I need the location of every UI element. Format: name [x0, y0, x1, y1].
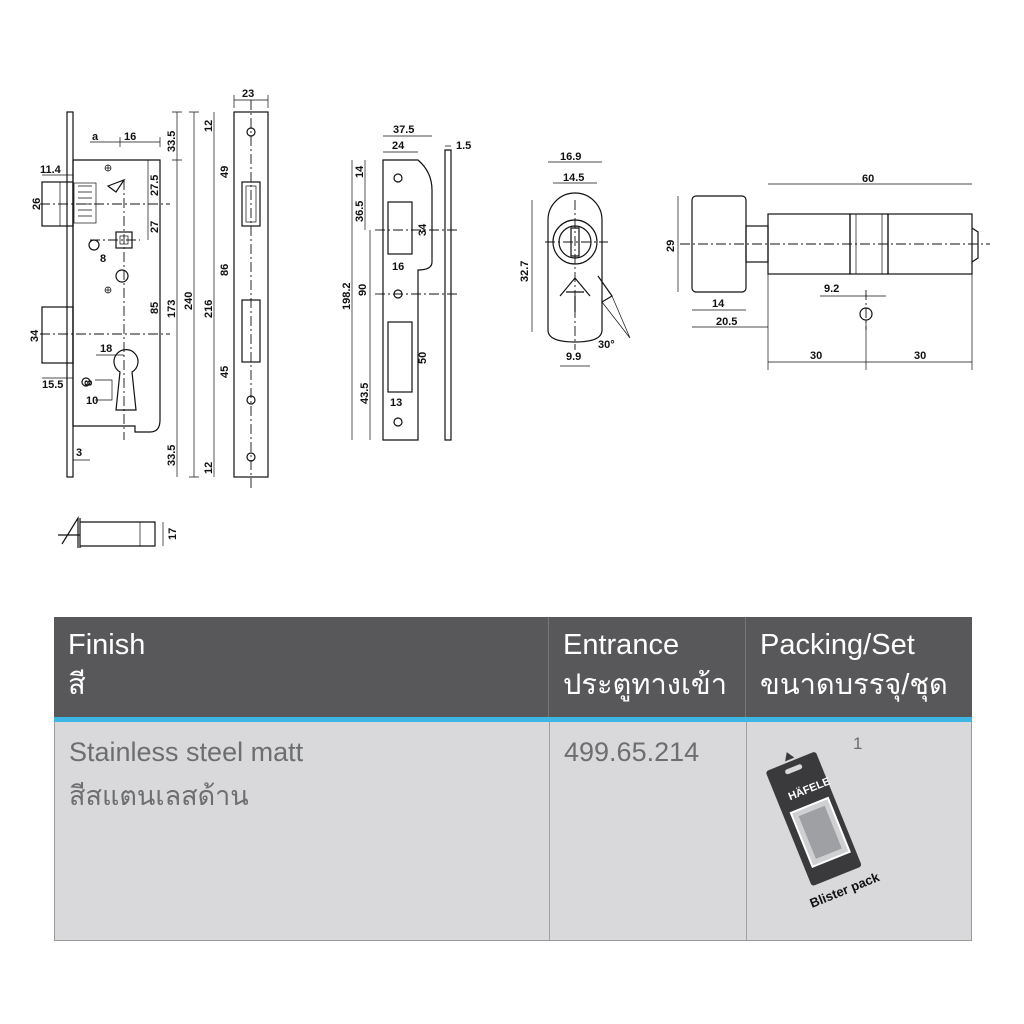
- header-entrance-en: Entrance: [563, 629, 680, 661]
- dim-13: 13: [390, 397, 402, 409]
- spec-table: Finish สี Entrance ประตูทางเข้า Packing/…: [54, 617, 972, 941]
- dim-16: 16: [124, 131, 136, 143]
- dim-34-strike: 34: [417, 223, 429, 236]
- dim-37-5: 37.5: [393, 124, 414, 136]
- dim-240: 240: [183, 292, 195, 310]
- header-entrance-th: ประตูทางเข้า: [563, 669, 727, 701]
- dim-29: 29: [665, 240, 677, 252]
- header-accent-line: [54, 717, 972, 722]
- header-packing-th: ขนาดบรรจุ/ชุด: [760, 669, 948, 701]
- dim-14-side: 14: [712, 298, 725, 310]
- header-entrance: Entrance ประตูทางเข้า: [563, 617, 748, 717]
- lock-body-view: a 16 11.4 26 33.5 27.5 27 8 85 173 240 3…: [29, 111, 199, 478]
- dim-12-bottom: 12: [203, 462, 215, 474]
- dim-198-2: 198.2: [341, 282, 353, 310]
- dim-8: 8: [100, 253, 106, 265]
- blister-pack-icon: HÄFELE Blister pack: [766, 752, 882, 910]
- dim-43-5: 43.5: [359, 383, 371, 404]
- table-row: Stainless steel matt สีสแตนเลสด้าน 499.6…: [54, 722, 972, 941]
- dim-49: 49: [219, 166, 231, 178]
- header-finish-th: สี: [68, 669, 86, 701]
- dim-24: 24: [392, 140, 405, 152]
- dim-8b: 8: [83, 380, 95, 386]
- header-finish-en: Finish: [68, 629, 146, 661]
- header-packing: Packing/Set ขนาดบรรจุ/ชุด: [760, 617, 970, 717]
- header-packing-en: Packing/Set: [760, 629, 915, 661]
- dim-14-5: 14.5: [563, 172, 584, 184]
- dim-15-5: 15.5: [42, 379, 63, 391]
- dim-50: 50: [417, 352, 429, 364]
- dim-45: 45: [219, 366, 231, 378]
- dim-27: 27: [149, 221, 161, 233]
- dim-23: 23: [242, 88, 254, 100]
- faceplate-view: 23 12 49 86 216 45 12: [203, 88, 269, 490]
- technical-drawing: a 16 11.4 26 33.5 27.5 27 8 85 173 240 3…: [29, 88, 990, 548]
- dim-17: 17: [167, 528, 179, 540]
- dim-85: 85: [149, 302, 161, 314]
- dim-a: a: [92, 131, 99, 143]
- table-header: Finish สี Entrance ประตูทางเข้า Packing/…: [54, 617, 972, 717]
- pack-quantity: 1: [853, 734, 863, 753]
- dim-9-2: 9.2: [824, 283, 839, 295]
- dim-30-right: 30: [914, 350, 926, 362]
- dim-16-9: 16.9: [560, 151, 581, 163]
- dim-1-5: 1.5: [456, 140, 471, 152]
- dim-10: 10: [86, 395, 98, 407]
- dim-20-5: 20.5: [716, 316, 737, 328]
- dim-86: 86: [219, 264, 231, 276]
- cylinder-side-view: 60 29 9.2 14 20.5 30 30: [665, 173, 990, 370]
- dim-34: 34: [29, 329, 41, 342]
- dim-26: 26: [31, 198, 43, 210]
- dim-90: 90: [357, 284, 369, 296]
- cell-article-number: 499.65.214: [564, 730, 744, 774]
- dim-33-5-bottom: 33.5: [166, 445, 178, 466]
- strike-plate-view: 37.5 24 1.5 14 36.5 34 16 198.2 90 50 43…: [341, 124, 471, 441]
- cell-finish: Stainless steel matt สีสแตนเลสด้าน: [69, 730, 539, 818]
- dim-30-left: 30: [810, 350, 822, 362]
- dim-3: 3: [76, 447, 82, 459]
- latch-side-view: 17: [58, 515, 179, 548]
- finish-en: Stainless steel matt: [69, 737, 304, 767]
- finish-th: สีสแตนเลสด้าน: [69, 781, 249, 811]
- dim-18: 18: [100, 343, 112, 355]
- dim-60: 60: [862, 173, 874, 185]
- dim-9-9: 9.9: [566, 351, 581, 363]
- dim-173: 173: [166, 300, 178, 318]
- dim-27-5: 27.5: [149, 175, 161, 196]
- dim-216: 216: [203, 300, 215, 318]
- dim-36-5: 36.5: [354, 201, 366, 222]
- dim-32-7: 32.7: [519, 261, 531, 282]
- article-number: 499.65.214: [564, 737, 700, 767]
- dim-33-5-top: 33.5: [166, 131, 178, 152]
- dim-11-4: 11.4: [40, 164, 62, 176]
- cylinder-front-view: 16.9 14.5 32.7 9.9 30°: [519, 151, 631, 367]
- dim-14: 14: [354, 165, 366, 178]
- dim-16-strike: 16: [392, 261, 404, 273]
- dim-30-degrees: 30°: [598, 339, 615, 351]
- dim-12-top: 12: [203, 120, 215, 132]
- header-finish: Finish สี: [68, 617, 548, 717]
